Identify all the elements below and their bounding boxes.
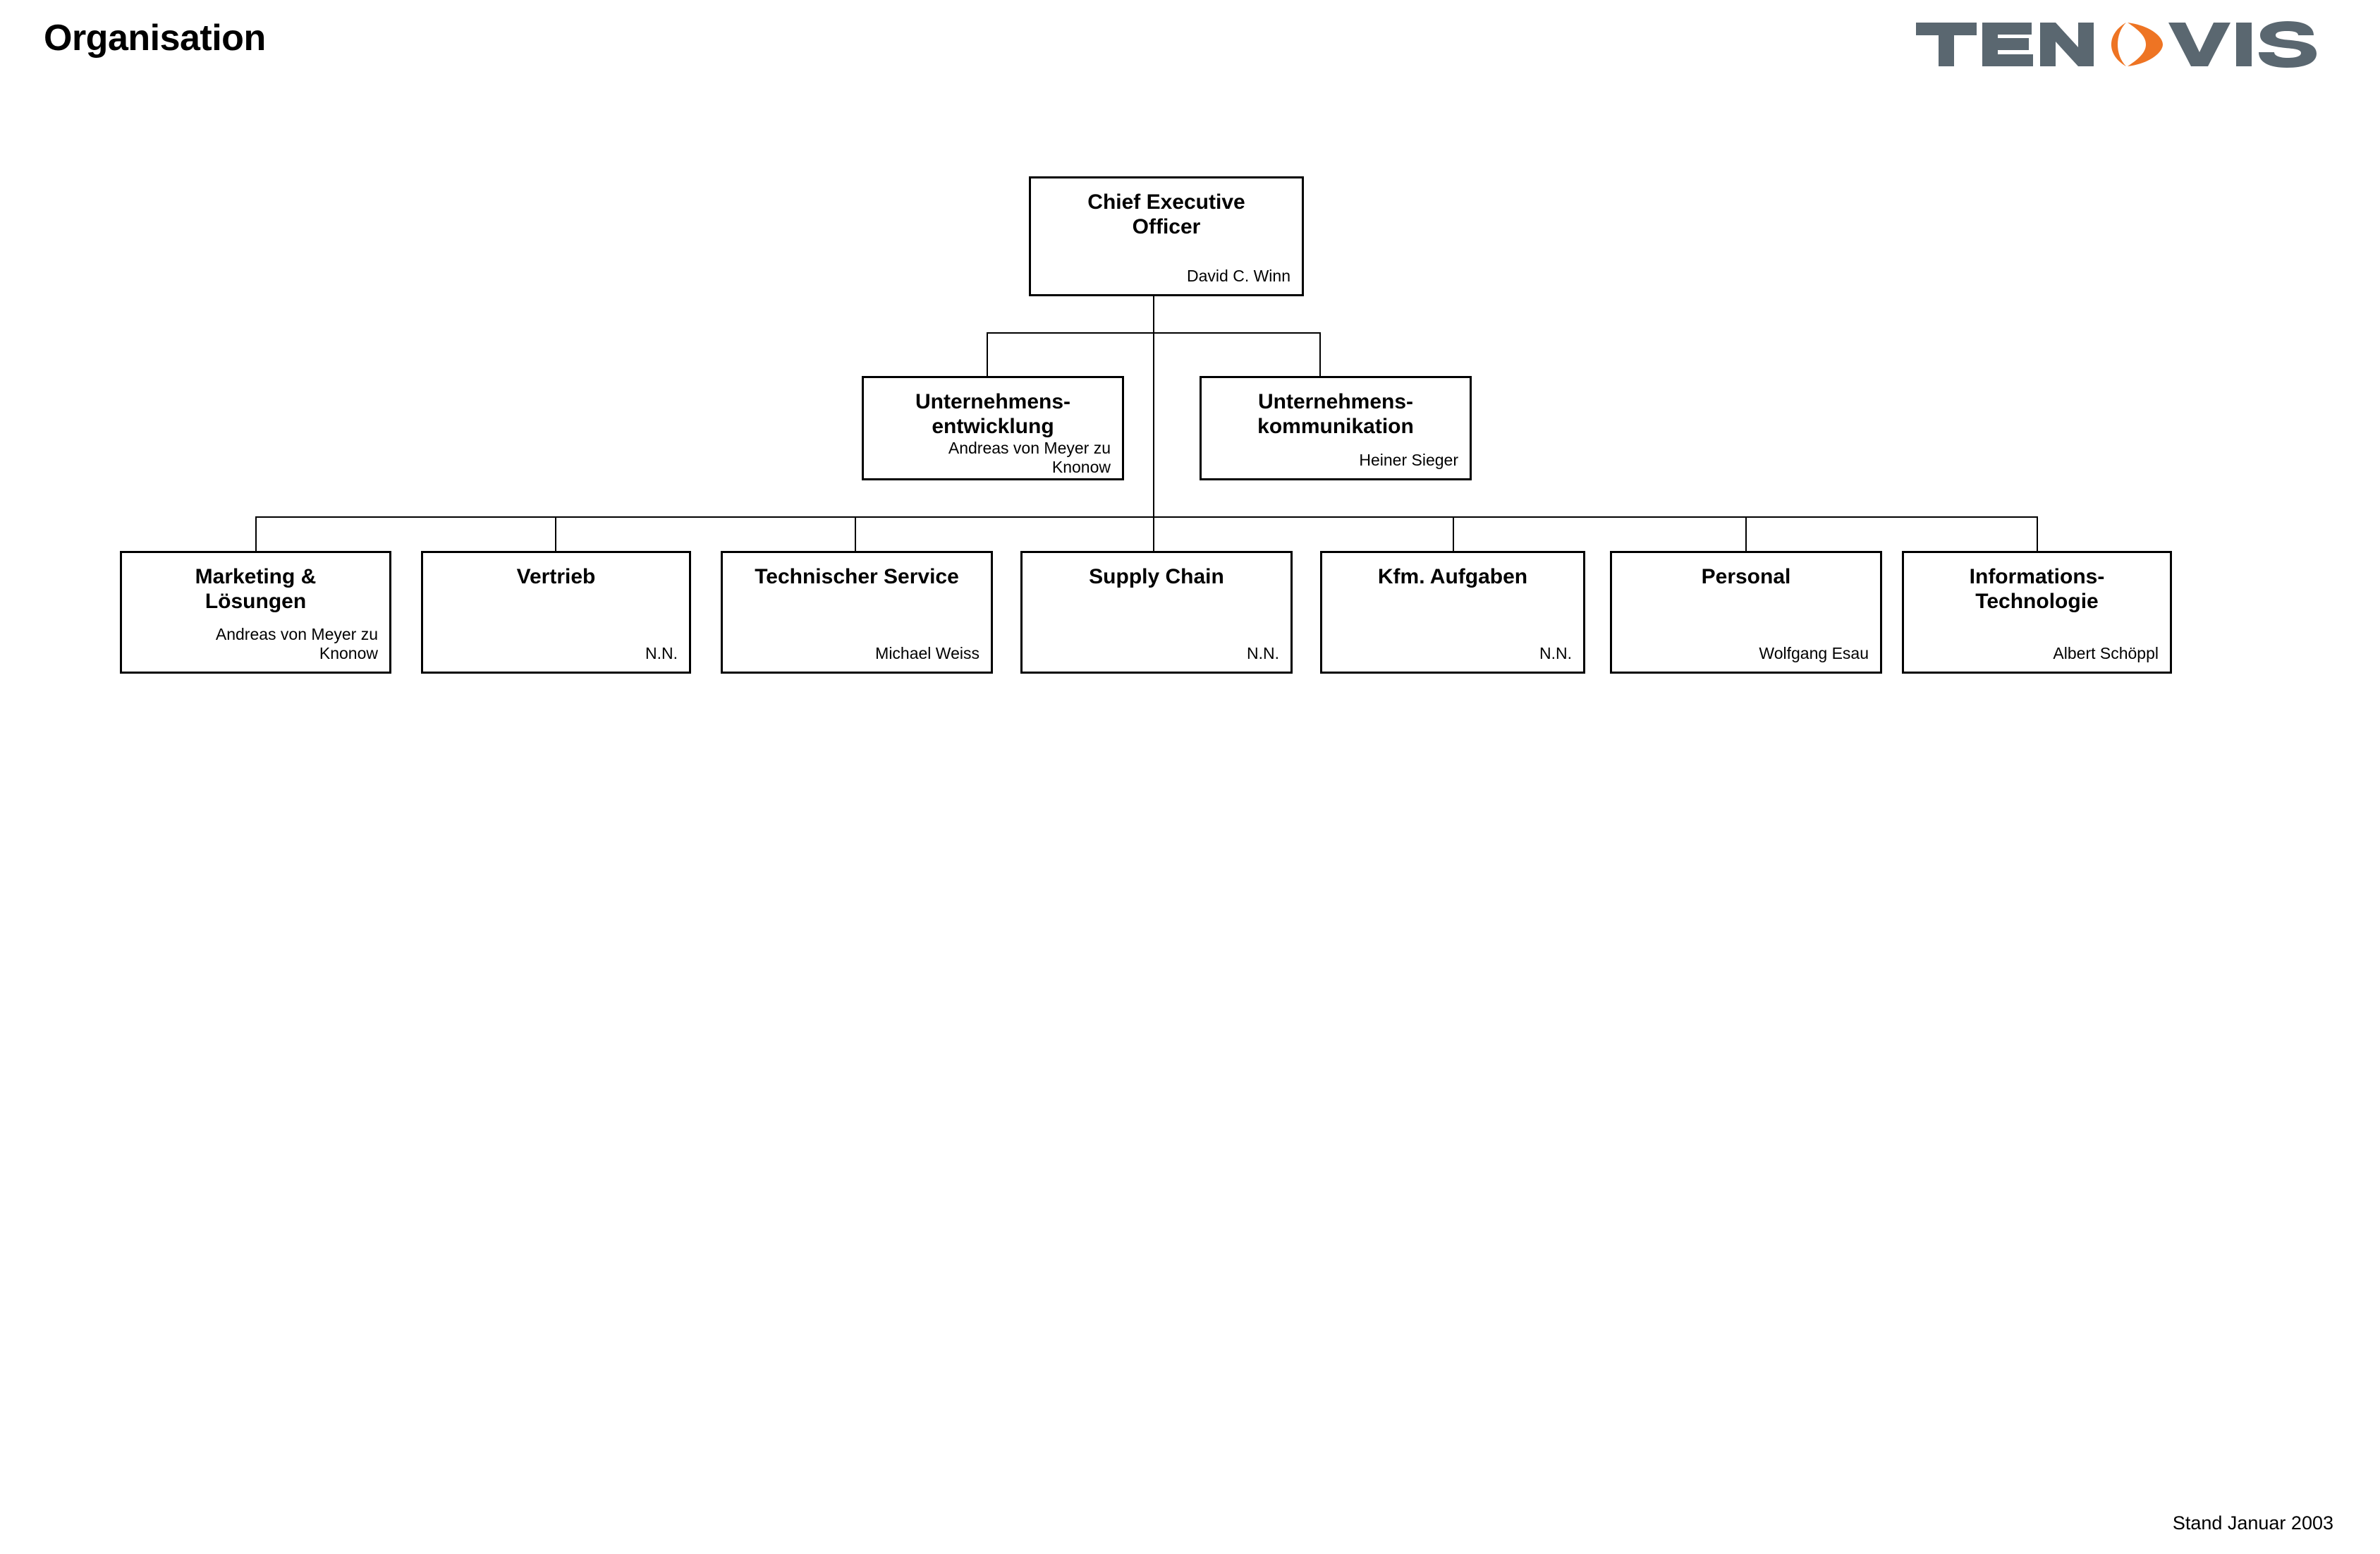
connector-level2-horizontal [255,516,2037,518]
org-node-kfm-aufgaben[interactable]: Kfm. Aufgaben N.N. [1320,551,1585,674]
org-node-person: Albert Schöppl [2053,644,2159,663]
org-node-person: Andreas von Meyer zu Knonow [948,439,1111,477]
org-node-person: Michael Weiss [875,644,980,663]
page-title: Organisation [44,18,266,59]
connector-level1-horizontal [987,332,1320,334]
tenovis-logo [1915,18,2338,71]
status-text: Stand Januar 2003 [2172,1512,2333,1534]
org-node-title: Vertrieb [516,565,596,588]
org-node-title: Supply Chain [1089,565,1224,588]
connector-drop-unternehmenskommunikation [1319,332,1321,377]
org-node-title: Chief Executive Officer [1087,190,1245,239]
org-node-title: Unternehmens- kommunikation [1257,390,1414,439]
org-node-person: N.N. [1539,644,1572,663]
org-node-unternehmenskommunikation[interactable]: Unternehmens- kommunikation Heiner Siege… [1200,376,1472,480]
org-node-person: Wolfgang Esau [1759,644,1869,663]
org-node-title: Personal [1701,565,1791,588]
org-node-person: N.N. [1247,644,1279,663]
org-node-title: Unternehmens- entwicklung [915,390,1071,439]
connector-drop-vertrieb [555,516,556,552]
connector-drop-personal [1745,516,1747,552]
org-node-person: Heiner Sieger [1359,451,1458,470]
org-node-marketing-loesungen[interactable]: Marketing & Lösungen Andreas von Meyer z… [120,551,391,674]
connector-drop-technischer-service [855,516,856,552]
connector-drop-marketing-loesungen [255,516,257,552]
org-node-person: N.N. [645,644,678,663]
org-node-supply-chain[interactable]: Supply Chain N.N. [1020,551,1293,674]
org-node-title: Technischer Service [755,565,959,588]
org-node-unternehmensentwicklung[interactable]: Unternehmens- entwicklung Andreas von Me… [862,376,1124,480]
org-node-vertrieb[interactable]: Vertrieb N.N. [421,551,691,674]
org-node-personal[interactable]: Personal Wolfgang Esau [1610,551,1882,674]
connector-drop-unternehmensentwicklung [987,332,988,377]
org-node-title: Kfm. Aufgaben [1377,565,1528,588]
org-node-ceo[interactable]: Chief Executive Officer David C. Winn [1029,176,1304,296]
connector-trunk-vertical [1153,296,1154,552]
org-node-person: Andreas von Meyer zu Knonow [215,625,378,663]
org-node-person: David C. Winn [1187,267,1290,286]
org-node-title: Marketing & Lösungen [195,565,317,614]
org-node-technischer-service[interactable]: Technischer Service Michael Weiss [721,551,993,674]
tenovis-logo-mark [1916,21,2317,68]
org-node-title: Informations- Technologie [1969,565,2105,614]
connector-drop-informations-technologie [2037,516,2038,552]
org-node-informations-technologie[interactable]: Informations- Technologie Albert Schöppl [1902,551,2172,674]
connector-drop-kfm-aufgaben [1453,516,1454,552]
